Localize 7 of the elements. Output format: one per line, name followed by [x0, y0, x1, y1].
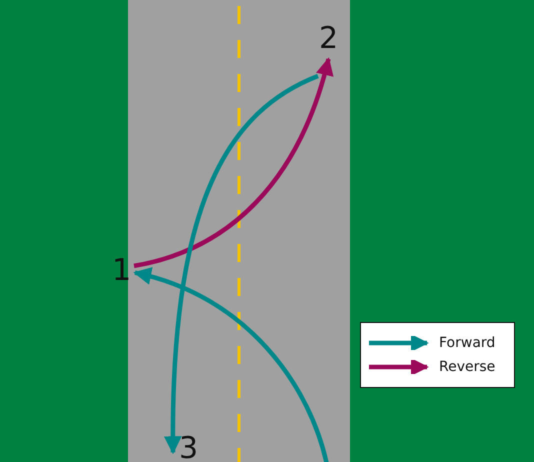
arrow [164, 74, 319, 454]
legend-text: Forward [439, 335, 496, 351]
legend-text: Reverse [439, 359, 496, 375]
point-label: 3 [178, 432, 200, 462]
arrow [134, 57, 333, 268]
arrow [133, 268, 330, 462]
point-label: 2 [318, 22, 340, 56]
